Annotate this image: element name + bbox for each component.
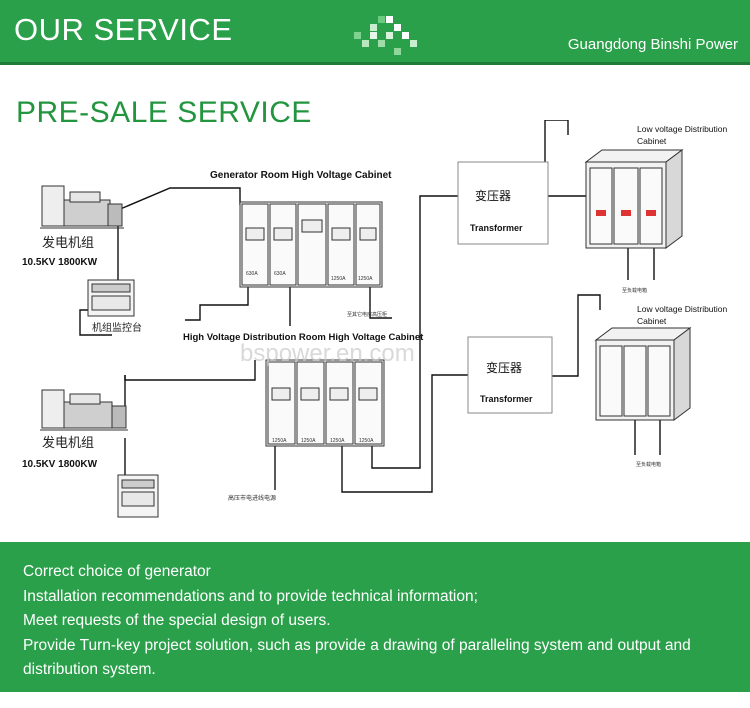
generator-1-label: 发电机组 — [42, 235, 94, 250]
lv-cabinet-1-label-line-2: Cabinet — [637, 136, 667, 146]
grid-supply-label: 高压市电进线电源 — [228, 494, 276, 502]
control-panel-label: 机组监控台 — [92, 321, 142, 334]
page-header: OUR SERVICE Guangdong Binshi Power — [0, 0, 750, 62]
dist-room-rating-1: 1250A — [272, 438, 287, 444]
lv-cabinet-2-label-line-1: Low voltage Distribution — [637, 304, 728, 314]
control-panel-icon — [87, 279, 135, 317]
transformer-2-box — [467, 336, 553, 414]
service-footer: Correct choice of generator Installation… — [0, 542, 750, 692]
service-list: Correct choice of generator Installation… — [23, 560, 733, 683]
lv-cabinet-2-label-line-2: Cabinet — [637, 316, 667, 326]
transformer-2-en: Transformer — [480, 394, 533, 404]
dist-room-rating-2: 1250A — [301, 438, 316, 444]
transformer-1-box — [457, 161, 549, 245]
service-item-1: Correct choice of generator — [23, 563, 211, 580]
gen-room-rating-4: 1250A — [331, 276, 346, 282]
transformer-1-en: Transformer — [470, 223, 523, 233]
header-divider — [0, 62, 750, 65]
gen-room-cabinet-label: Generator Room High Voltage Cabinet — [210, 170, 392, 181]
gen-room-outgoing-label: 至其它电房高压柜 — [347, 311, 387, 318]
gen-room-rating-2: 630A — [274, 271, 286, 277]
lv-cabinet-2 — [594, 327, 692, 421]
dist-room-hv-cabinet — [265, 359, 385, 447]
lv-load-2-label: 至负载电箱 — [636, 461, 661, 468]
service-item-3: Meet requests of the special design of u… — [23, 612, 331, 629]
service-item-4: Provide Turn-key project solution, such … — [23, 636, 691, 679]
gen-room-rating-5: 1250A — [358, 276, 373, 282]
lv-cabinet-1 — [584, 149, 684, 249]
power-system-diagram: 发电机组 10.5KV 1800KW 机组监控台 Generator Room … — [22, 120, 728, 518]
section-title: PRE-SALE SERVICE — [16, 96, 312, 129]
dist-room-cabinet-label: High Voltage Distribution Room High Volt… — [183, 332, 424, 343]
mosaic-decoration — [354, 16, 417, 55]
gen-room-hv-cabinet — [239, 201, 383, 288]
watermark: bspower.en.com — [240, 340, 415, 367]
transformer-1-cn: 变压器 — [475, 188, 511, 203]
transformer-2-cn: 变压器 — [486, 360, 522, 375]
generator-2-icon — [40, 389, 128, 431]
company-name: Guangdong Binshi Power — [567, 36, 738, 53]
dist-room-rating-3: 1250A — [330, 438, 345, 444]
service-item-2: Installation recommendations and to prov… — [23, 587, 478, 605]
lv-load-1-label: 至负载电箱 — [622, 287, 647, 294]
control-panel-2-icon — [117, 474, 159, 518]
lv-cabinet-1-label-line-1: Low voltage Distribution — [637, 124, 728, 134]
generator-1-icon — [40, 185, 124, 229]
generator-2-label: 发电机组 — [42, 435, 94, 450]
generator-1-spec: 10.5KV 1800KW — [22, 257, 98, 268]
gen-room-rating-1: 630A — [246, 271, 258, 277]
generator-2-spec: 10.5KV 1800KW — [22, 459, 98, 470]
header-title: OUR SERVICE — [14, 12, 233, 47]
dist-room-rating-4: 1250A — [359, 438, 374, 444]
